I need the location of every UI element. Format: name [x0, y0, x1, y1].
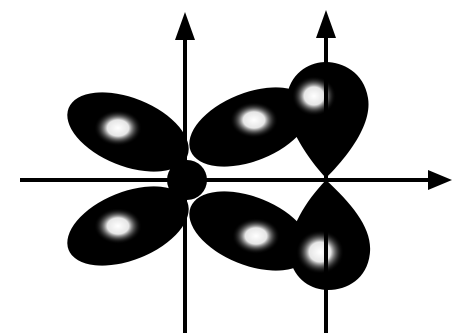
p-orbital-highlight-lower	[296, 230, 344, 274]
axes	[20, 10, 452, 333]
vertical-axis-left-arrowhead	[175, 12, 195, 40]
d-orbital-highlight-lower-right	[232, 218, 280, 254]
d-orbital-highlight-upper-right	[230, 102, 278, 138]
horizontal-axis-arrowhead	[428, 170, 452, 190]
p-orbital	[286, 62, 370, 290]
vertical-axis-right-arrowhead	[316, 10, 336, 38]
d-orbital-highlight-upper-left	[94, 110, 142, 146]
p-orbital-highlight-upper	[292, 76, 336, 116]
d-orbital-highlight-lower-left	[94, 208, 142, 244]
